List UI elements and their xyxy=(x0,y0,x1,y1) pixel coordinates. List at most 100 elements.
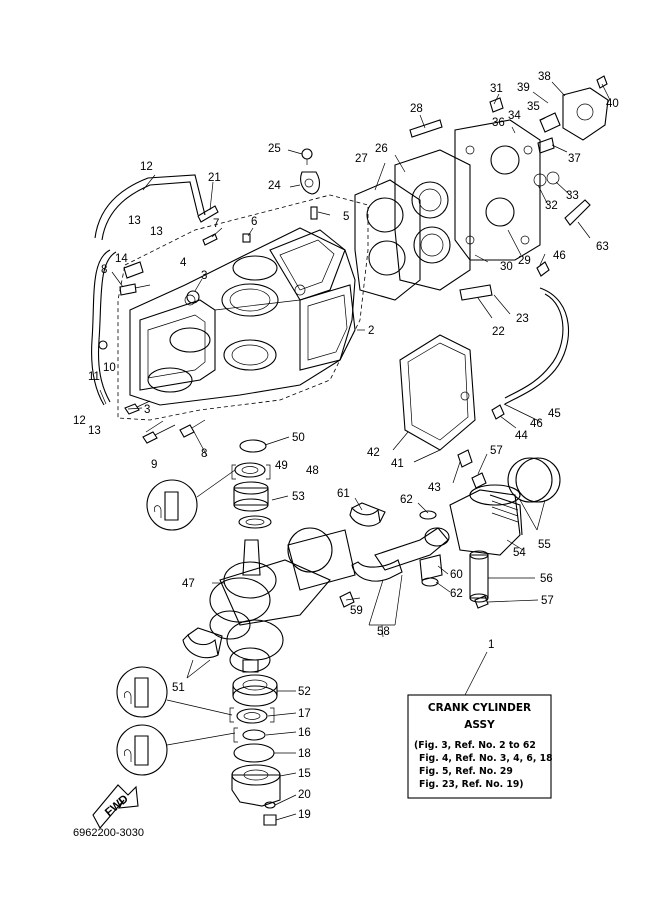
callout-17: 17 xyxy=(298,708,311,720)
callout-7: 7 xyxy=(213,218,219,230)
callout-13b: 13 xyxy=(150,226,163,238)
callout-38: 38 xyxy=(538,71,551,83)
callout-56: 56 xyxy=(540,573,553,585)
bolt-8b xyxy=(179,419,206,438)
callout-20: 20 xyxy=(298,789,311,801)
callout-43: 43 xyxy=(428,482,441,494)
water-hose xyxy=(504,287,570,405)
callout-8a: 8 xyxy=(101,264,107,276)
callout-12b: 12 xyxy=(73,415,86,427)
thermostat-cover xyxy=(409,75,609,226)
callout-labels: 12 21 13 13 7 6 5 25 24 4 14 8 3 2 10 11… xyxy=(73,71,619,821)
callout-39: 39 xyxy=(517,82,530,94)
callout-27: 27 xyxy=(355,153,368,165)
callout-59: 59 xyxy=(350,605,363,617)
screw-6 xyxy=(242,233,251,243)
callout-11: 11 xyxy=(88,371,100,383)
callout-5: 5 xyxy=(343,211,349,223)
bolt-8 xyxy=(119,283,151,296)
grease-marker-mid xyxy=(116,666,233,718)
fwd-label: FWD xyxy=(103,793,131,819)
callout-25: 25 xyxy=(268,143,281,155)
bolt-21 xyxy=(197,205,219,223)
info-box-ref-4: Fig. 23, Ref. No. 19) xyxy=(419,779,524,790)
callout-44: 44 xyxy=(515,430,528,442)
needle-bearing-51 xyxy=(182,627,223,659)
plug-25 xyxy=(301,148,313,165)
connecting-rod xyxy=(339,510,450,608)
exhaust-cover xyxy=(399,284,493,468)
callout-24: 24 xyxy=(268,180,281,192)
callout-62b: 62 xyxy=(450,588,463,600)
callout-35: 35 xyxy=(527,101,540,113)
crankcase-assembly xyxy=(117,194,369,421)
callout-47: 47 xyxy=(182,578,195,590)
callout-32: 32 xyxy=(545,200,558,212)
info-box-ref-1: (Fig. 3, Ref. No. 2 to 62 xyxy=(414,740,536,751)
callout-22: 22 xyxy=(492,326,505,338)
callout-10: 10 xyxy=(103,362,116,374)
callout-15: 15 xyxy=(298,768,311,780)
callout-62a: 62 xyxy=(400,494,413,506)
callout-51: 51 xyxy=(172,682,185,694)
grease-marker-lower xyxy=(116,724,236,776)
piston xyxy=(449,457,561,609)
fitting-14 xyxy=(123,261,144,279)
callout-45: 45 xyxy=(548,408,561,420)
cylinder-head xyxy=(354,119,541,301)
pin-5 xyxy=(310,206,318,220)
callout-14: 14 xyxy=(115,253,128,265)
callout-58: 58 xyxy=(377,626,390,638)
info-box: CRANK CYLINDER ASSY (Fig. 3, Ref. No. 2 … xyxy=(407,694,553,799)
callout-33: 33 xyxy=(566,190,579,202)
callout-41: 41 xyxy=(391,458,404,470)
callout-4: 4 xyxy=(180,257,187,269)
callout-55: 55 xyxy=(538,539,551,551)
callout-60: 60 xyxy=(450,569,463,581)
callout-57a: 57 xyxy=(490,445,503,457)
callout-12a: 12 xyxy=(140,161,153,173)
callout-23: 23 xyxy=(516,313,529,325)
info-box-ref-3: Fig. 5, Ref. No. 29 xyxy=(419,766,513,777)
callout-46b: 46 xyxy=(530,418,543,430)
callout-18: 18 xyxy=(298,748,311,760)
callout-54: 54 xyxy=(513,547,526,559)
bracket-24 xyxy=(300,171,321,195)
grease-marker-upper xyxy=(146,469,236,531)
callout-9: 9 xyxy=(151,459,157,471)
callout-21: 21 xyxy=(208,172,221,184)
callout-29: 29 xyxy=(518,255,531,267)
callout-57b: 57 xyxy=(541,595,554,607)
callout-19: 19 xyxy=(298,809,311,821)
washer-10 xyxy=(98,340,108,350)
leader-lines xyxy=(99,81,611,821)
piston-pin xyxy=(469,550,489,603)
callout-36: 36 xyxy=(492,117,505,129)
diagram-code: 6962200-3030 xyxy=(73,827,144,839)
callout-37: 37 xyxy=(568,153,581,165)
callout-3a: 3 xyxy=(201,270,207,282)
callout-49: 49 xyxy=(275,460,288,472)
callout-13a: 13 xyxy=(128,215,141,227)
info-box-title-1: CRANK CYLINDER xyxy=(428,702,531,714)
callout-28: 28 xyxy=(410,103,423,115)
fwd-arrow-icon: FWD xyxy=(92,784,139,829)
needle-bearing-61 xyxy=(349,502,386,527)
callout-13c: 13 xyxy=(88,425,101,437)
callout-8b: 8 xyxy=(201,448,207,460)
callout-31: 31 xyxy=(490,83,503,95)
anode-3a xyxy=(186,290,200,304)
callout-50: 50 xyxy=(292,432,305,444)
callout-3b: 3 xyxy=(144,404,150,416)
callout-2: 2 xyxy=(368,325,374,337)
callout-34: 34 xyxy=(508,110,521,122)
callout-6: 6 xyxy=(251,216,257,228)
callout-63: 63 xyxy=(596,241,609,253)
callout-52: 52 xyxy=(298,686,311,698)
breather-hose xyxy=(94,174,206,241)
callout-61: 61 xyxy=(337,488,350,500)
bolt-3b xyxy=(124,400,151,415)
info-box-title-2: ASSY xyxy=(464,719,495,731)
callout-30: 30 xyxy=(500,261,513,273)
